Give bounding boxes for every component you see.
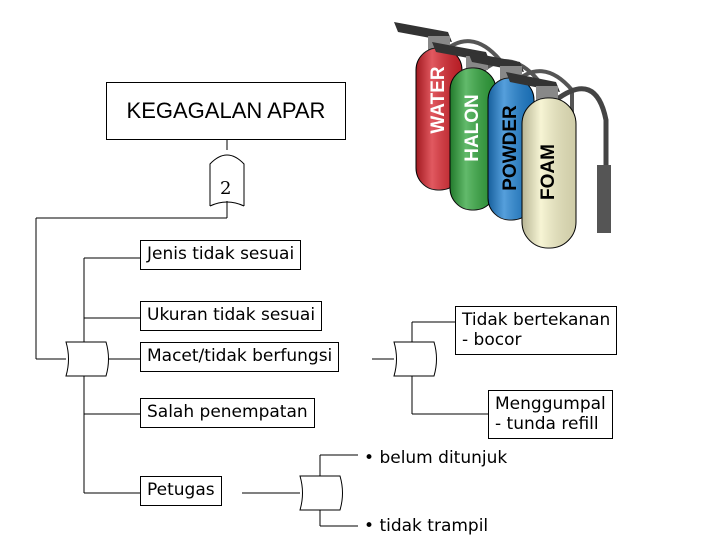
subcause-menggumpal: Menggumpal - tunda refill (488, 390, 613, 440)
cause-salah: Salah penempatan (140, 398, 315, 428)
subcause-tidak-bertekanan: Tidak bertekanan - bocor (455, 306, 618, 356)
petugas-connectors (242, 454, 358, 527)
top-event-title: KEGAGALAN APAR (106, 82, 346, 140)
macet-connectors (372, 321, 488, 415)
or-gate-macet (393, 341, 437, 377)
cause-macet: Macet/tidak berfungsi (140, 342, 340, 372)
label-foam: FOAM (538, 144, 559, 200)
cause-petugas: Petugas (140, 476, 222, 506)
or-gate-main (65, 341, 109, 377)
petugas-bullet-2: • tidak trampil (364, 516, 488, 536)
label-powder: POWDER (500, 105, 521, 191)
label-water: WATER (428, 66, 449, 134)
label-halon: HALON (462, 94, 483, 162)
bullet-glyph: • (364, 448, 375, 468)
bullet-text: tidak trampil (379, 516, 489, 536)
cause-jenis: Jenis tidak sesuai (140, 240, 302, 270)
bullet-glyph: • (364, 516, 375, 536)
transfer-number: 2 (220, 178, 232, 199)
petugas-bullet-1: • belum ditunjuk (364, 448, 507, 468)
bullet-text: belum ditunjuk (379, 448, 508, 468)
or-gate-petugas (299, 475, 343, 511)
main-connectors (35, 201, 228, 494)
extinguisher-foam (506, 72, 611, 249)
cause-ukuran: Ukuran tidak sesuai (140, 301, 323, 331)
